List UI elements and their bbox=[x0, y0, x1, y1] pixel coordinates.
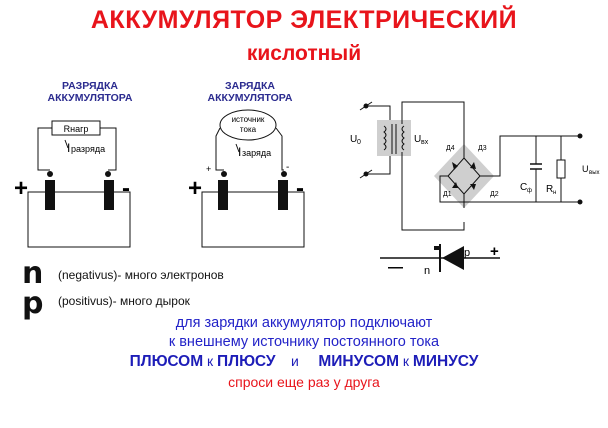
d4-label: Д4 bbox=[446, 145, 455, 152]
uin-label: U bbox=[414, 134, 421, 145]
source-line1: источник bbox=[232, 115, 265, 124]
current-arrow bbox=[64, 139, 69, 149]
note-line2: к внешнему источнику постоянного тока bbox=[168, 334, 440, 350]
note-to1: к bbox=[207, 353, 214, 369]
diode-triangle bbox=[442, 246, 464, 270]
note-minus-word2: МИНУСУ bbox=[412, 353, 479, 370]
discharge-heading-line2: АККУМУЛЯТОРА bbox=[47, 92, 133, 104]
p-letter: p bbox=[22, 286, 44, 321]
u0-label: U bbox=[350, 134, 357, 145]
n-letter: n bbox=[22, 256, 44, 291]
diode-n: n bbox=[424, 265, 430, 277]
note-to2: к bbox=[402, 353, 410, 369]
charge-heading-line1: ЗАРЯДКА bbox=[225, 80, 275, 92]
charge-battery-minus: - bbox=[296, 175, 304, 202]
source-plus: + bbox=[206, 164, 211, 174]
p-description: (positivus)- много дырок bbox=[58, 294, 190, 308]
discharge-heading: РАЗРЯДКА АККУМУЛЯТОРА bbox=[30, 80, 150, 104]
transformer-primary bbox=[383, 125, 387, 151]
rn-label: R bbox=[546, 184, 553, 195]
current-source bbox=[219, 109, 277, 141]
diode-p: p bbox=[464, 247, 470, 259]
rectifier-diagram: U 0 U вх Д4 Д3 Д1 Д2 C ф R н U вых bbox=[350, 101, 600, 231]
charge-wire-right bbox=[275, 127, 284, 171]
terminal-right bbox=[105, 171, 111, 177]
terminal-left bbox=[47, 171, 53, 177]
charge-heading: ЗАРЯДКА АККУМУЛЯТОРА bbox=[190, 80, 310, 104]
page-title: АККУМУЛЯТОР ЭЛЕКТРИЧЕСКИЙ bbox=[90, 6, 518, 34]
note-minus-word: МИНУСОМ bbox=[318, 353, 399, 370]
d2-label: Д2 bbox=[490, 191, 499, 198]
u0-sub: 0 bbox=[357, 139, 361, 146]
note-and: и bbox=[291, 353, 299, 369]
charge-diagram: источник тока + - I заряда + - bbox=[188, 109, 305, 248]
charge-battery-container bbox=[201, 191, 305, 248]
charge-current-sub: заряда bbox=[242, 148, 271, 158]
load-label: Rнагр bbox=[64, 124, 89, 134]
n-description: (negativus)- много электронов bbox=[58, 268, 224, 282]
cap-sub: ф bbox=[527, 188, 532, 194]
uout-sub: вых bbox=[589, 170, 600, 176]
diode-minus: — bbox=[388, 259, 403, 276]
battery-container bbox=[27, 191, 131, 248]
source-minus: - bbox=[286, 162, 289, 173]
note-plus-word: ПЛЮСОМ bbox=[129, 353, 204, 370]
transformer-secondary bbox=[401, 125, 405, 151]
wire-left bbox=[37, 127, 52, 171]
discharge-diagram: Rнагр I разряда + - bbox=[14, 120, 131, 248]
plate-negative bbox=[104, 180, 114, 210]
source-line2: тока bbox=[240, 125, 257, 134]
wire-right bbox=[100, 127, 117, 171]
discharge-current-sub: разряда bbox=[71, 144, 105, 154]
transformer-core bbox=[377, 120, 411, 156]
charge-plate-negative bbox=[278, 180, 288, 210]
battery-minus: - bbox=[122, 175, 130, 202]
load-resistor-rn bbox=[556, 159, 566, 179]
charge-heading-line2: АККУМУЛЯТОРА bbox=[207, 92, 293, 104]
diode-symbol: — n p + bbox=[380, 243, 500, 277]
discharge-current-label: I bbox=[67, 141, 70, 155]
note-line1: для зарядки аккумулятор подключают bbox=[175, 315, 433, 331]
note-line3: ПЛЮСОМ к ПЛЮСУ и МИНУСОМ к МИНУСУ bbox=[0, 353, 608, 371]
rn-sub: н bbox=[553, 190, 556, 196]
charge-arrow bbox=[235, 143, 240, 153]
note-plus-word2: ПЛЮСУ bbox=[217, 353, 276, 370]
cap-label: C bbox=[520, 182, 527, 193]
uin-sub: вх bbox=[421, 139, 429, 146]
charge-wire-left bbox=[215, 127, 224, 171]
d1-label: Д1 bbox=[443, 191, 452, 198]
charge-terminal-right bbox=[281, 171, 287, 177]
charge-plate-positive bbox=[218, 180, 228, 210]
d3-label: Д3 bbox=[478, 145, 487, 152]
battery-plus: + bbox=[14, 175, 28, 202]
note-ask: спроси еще раз у друга bbox=[228, 374, 380, 390]
charge-battery-plus: + bbox=[188, 175, 202, 202]
uout-label: U bbox=[582, 164, 589, 174]
discharge-heading-line1: РАЗРЯДКА bbox=[61, 80, 118, 92]
diode-plus: + bbox=[490, 243, 499, 260]
plate-positive bbox=[45, 180, 55, 210]
page-subtitle: кислотный bbox=[246, 42, 362, 65]
charge-terminal-left bbox=[221, 171, 227, 177]
charge-current-label: I bbox=[238, 145, 241, 159]
